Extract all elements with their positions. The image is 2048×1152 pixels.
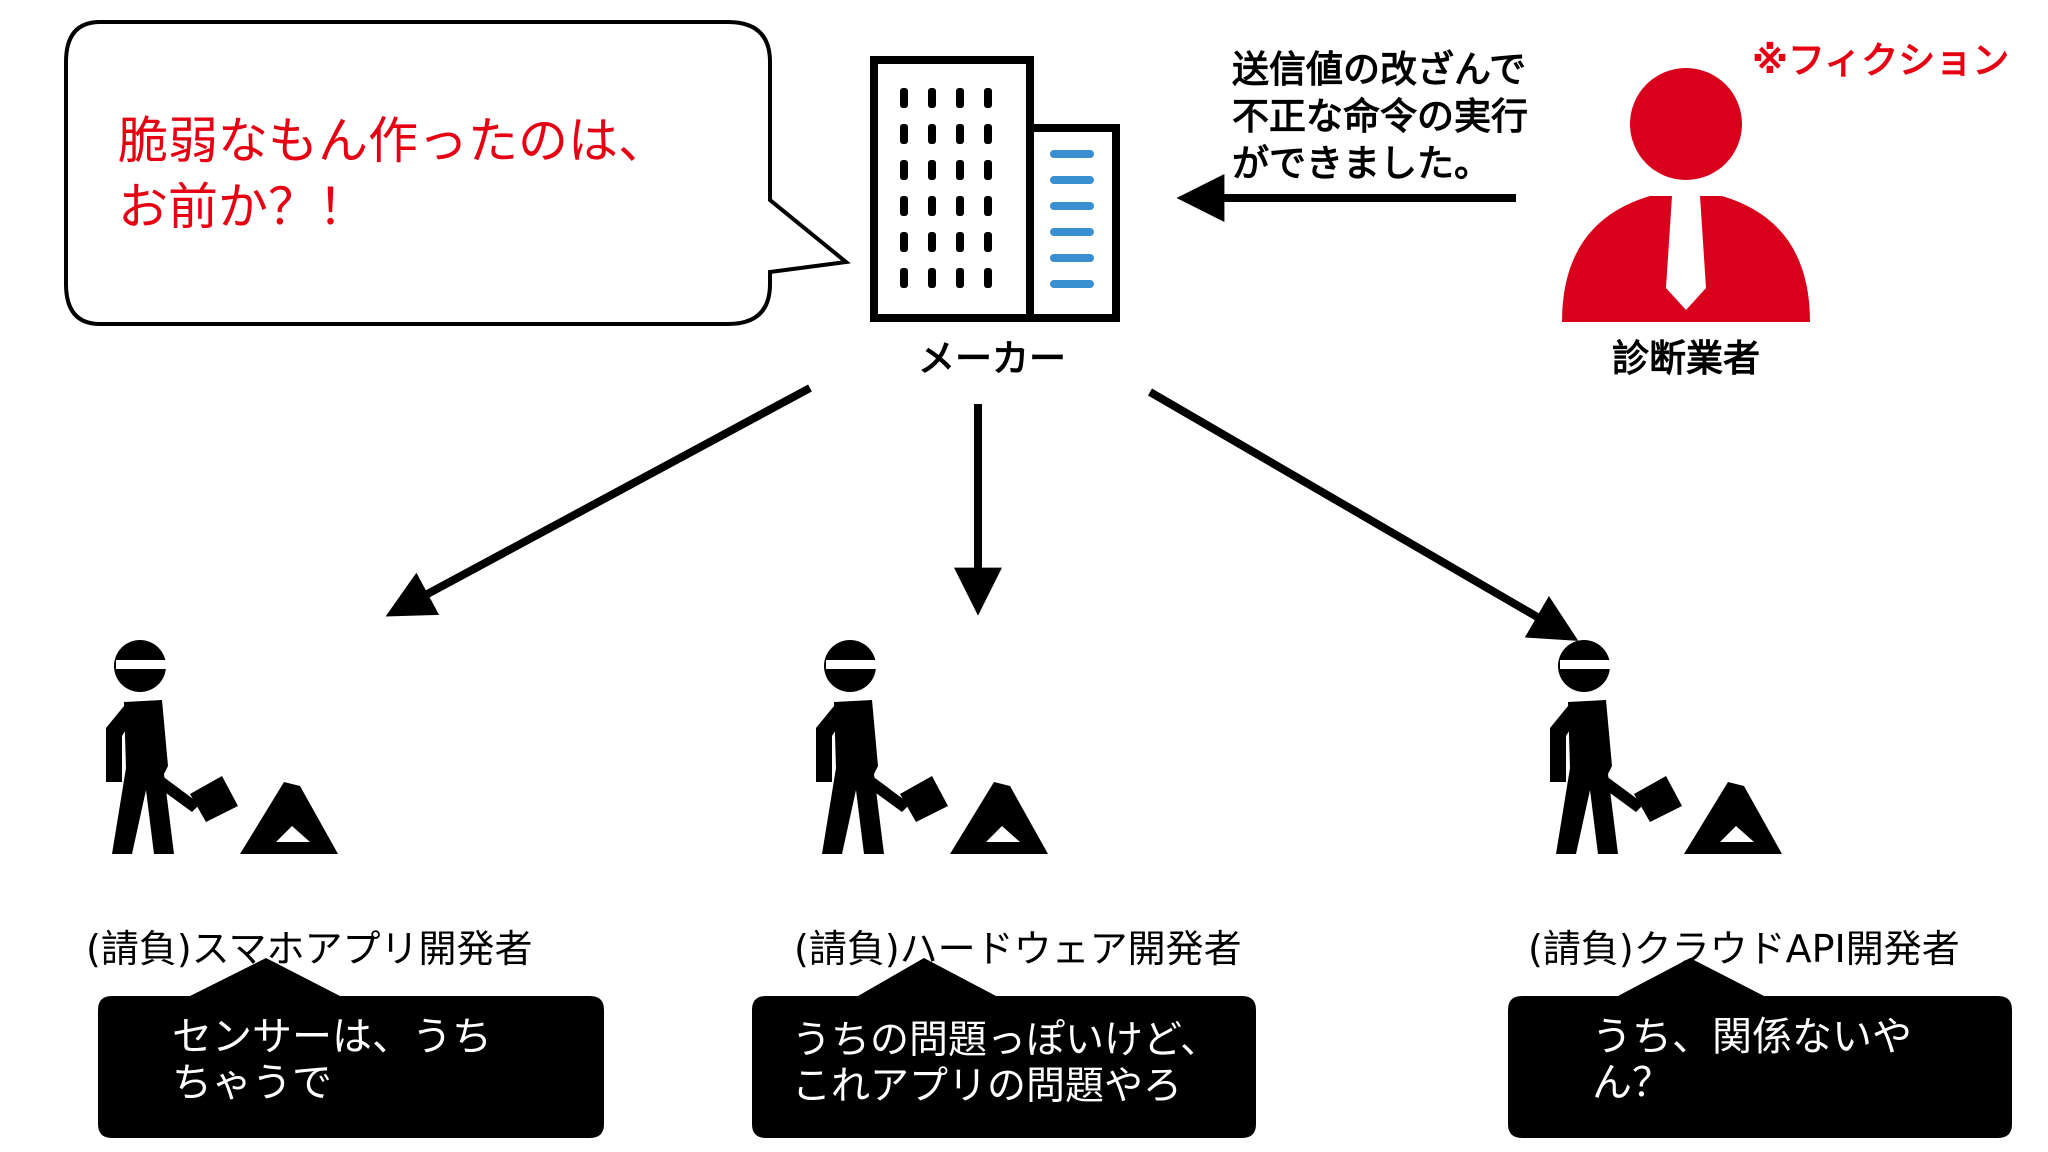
report-line-3: ができました。 [1232,142,1491,185]
construction-worker-icon [106,640,338,854]
reply-line: うち、関係ないや [1592,1014,1912,1060]
report-line-2: 不正な命令の実行 [1232,95,1528,138]
role-smartphone-dev: (請負)スマホアプリ開発者 [86,927,533,971]
reply-line: ちゃうで [172,1060,332,1106]
reply-line: うちの問題っぽいけど、 [792,1018,1220,1063]
maker-label: メーカー [918,337,1066,380]
report-text: 送信値の改ざんで 不正な命令の実行 ができました。 [1232,46,1528,187]
fiction-note: ※フィクション [1752,39,2010,82]
speech-bubble-text: 脆弱なもん作ったのは、 お前か？！ [118,108,668,240]
report-line-1: 送信値の改ざんで [1232,48,1527,91]
arrow-to-smartphone-dev [385,384,812,617]
reply-smartphone-dev: センサーは、うち ちゃうで [172,1014,492,1106]
reply-bubble-cloud [1508,958,2012,1138]
speech-bubble [64,20,851,326]
reply-bubble-hardware [752,958,1256,1138]
reply-hardware-dev: うちの問題っぽいけど、 これアプリの問題やろ [792,1018,1219,1110]
arrow-to-cloud-dev [1147,388,1579,641]
reply-line: センサーは、うち [172,1014,492,1060]
reply-line: これアプリの問題やろ [792,1064,1183,1109]
building-icon [870,56,1120,322]
speech-line-2: お前か？！ [118,178,368,236]
reply-line: ん？ [1592,1060,1672,1106]
role-hardware-dev: (請負)ハードウェア開発者 [794,927,1242,971]
construction-worker-icon [1550,640,1782,854]
role-cloud-dev: (請負)クラウドAPI開発者 [1528,927,1960,971]
reply-bubble-smartphone [98,958,604,1138]
speech-line-1: 脆弱なもん作ったのは、 [118,112,668,170]
construction-worker-icon [816,640,1048,854]
diagnostician-label: 診断業者 [1612,337,1760,380]
reply-cloud-dev: うち、関係ないや ん？ [1592,1014,1912,1106]
person-icon [1562,68,1810,322]
